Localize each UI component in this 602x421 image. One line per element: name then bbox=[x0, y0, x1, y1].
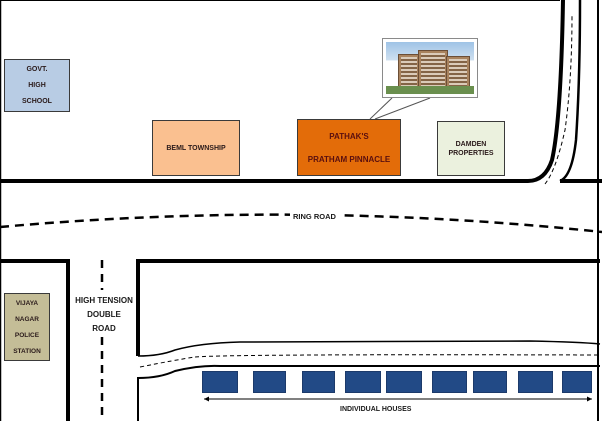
police-line3: POLICE bbox=[14, 331, 40, 339]
house bbox=[345, 371, 381, 393]
vijaya-nagar-police-station: VIJAYA NAGAR POLICE STATION bbox=[4, 293, 50, 361]
house bbox=[562, 371, 592, 393]
house bbox=[518, 371, 553, 393]
police-line1: VIJAYA bbox=[15, 299, 39, 307]
police-line4: STATION bbox=[13, 347, 41, 355]
house bbox=[202, 371, 238, 393]
project-name-line2: PRATHAM PINNACLE bbox=[307, 154, 391, 164]
beml-township-label: BEML TOWNSHIP bbox=[166, 144, 226, 152]
beml-township: BEML TOWNSHIP bbox=[152, 120, 240, 176]
building-photo-icon bbox=[382, 38, 478, 98]
individual-houses-text: INDIVIDUAL HOUSES bbox=[340, 406, 412, 413]
damden-line1: DAMDEN bbox=[455, 140, 487, 148]
house bbox=[432, 371, 467, 393]
project-name-line1: PATHAK'S bbox=[329, 131, 369, 141]
house bbox=[386, 371, 422, 393]
damden-properties: DAMDEN PROPERTIES bbox=[437, 121, 505, 176]
individual-houses-label: INDIVIDUAL HOUSES bbox=[340, 406, 411, 413]
govt-school-line3: SCHOOL bbox=[22, 98, 52, 105]
high-tension-line1: HIGH TENSION bbox=[75, 296, 133, 305]
govt-school-line1: GOVT. bbox=[26, 66, 48, 73]
damden-line2: PROPERTIES bbox=[448, 149, 494, 157]
ring-road-label: RING ROAD bbox=[290, 212, 339, 221]
high-tension-line2: DOUBLE bbox=[87, 310, 121, 319]
govt-school-line2: HIGH bbox=[28, 82, 46, 89]
high-tension-road-label: HIGH TENSION DOUBLE ROAD bbox=[72, 294, 136, 336]
ring-road-text: RING ROAD bbox=[293, 212, 336, 221]
house bbox=[302, 371, 335, 393]
high-tension-line3: ROAD bbox=[92, 324, 116, 333]
pathaks-pratham-pinnacle: PATHAK'S PRATHAM PINNACLE bbox=[297, 119, 401, 176]
house bbox=[253, 371, 286, 393]
police-line2: NAGAR bbox=[15, 315, 39, 323]
govt-high-school: GOVT. HIGH SCHOOL bbox=[4, 59, 70, 112]
house bbox=[473, 371, 507, 393]
